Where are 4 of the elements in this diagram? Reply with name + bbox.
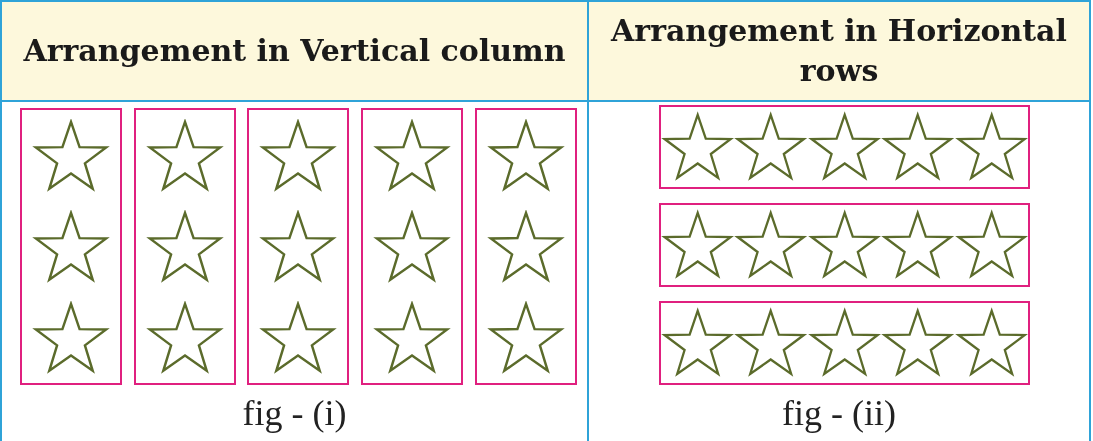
column-heading: Arrangement in Horizontal rows	[609, 12, 1068, 90]
figure-caption: fig - (ii)	[781, 392, 897, 434]
column-heading: Arrangement in Vertical column	[23, 32, 566, 70]
figure-caption: fig - (i)	[241, 392, 348, 434]
